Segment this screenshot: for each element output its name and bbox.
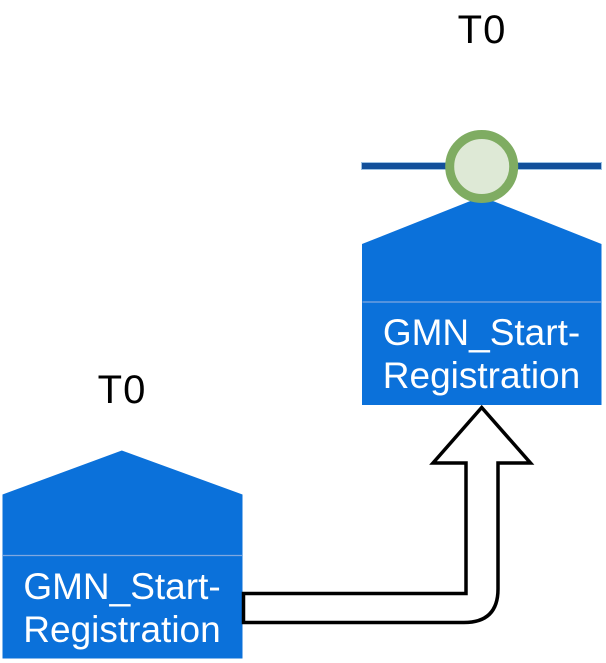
left-block-label: GMN_Start- Registration [2,556,242,659]
right-block-label-line2: Registration [382,355,581,396]
right-block-label-line1: GMN_Start- [382,312,581,353]
time-label-left: T0 [97,368,147,412]
left-block-label-line1: GMN_Start- [23,565,221,607]
right-block-label: GMN_Start- Registration [362,303,601,405]
left-block-shape [2,450,243,659]
timeline-event-circle-icon [445,130,519,203]
time-label-right: T0 [457,8,507,52]
connector-arrow [241,404,535,625]
left-block-label-line2: Registration [23,608,221,650]
right-block-shape [362,196,602,405]
